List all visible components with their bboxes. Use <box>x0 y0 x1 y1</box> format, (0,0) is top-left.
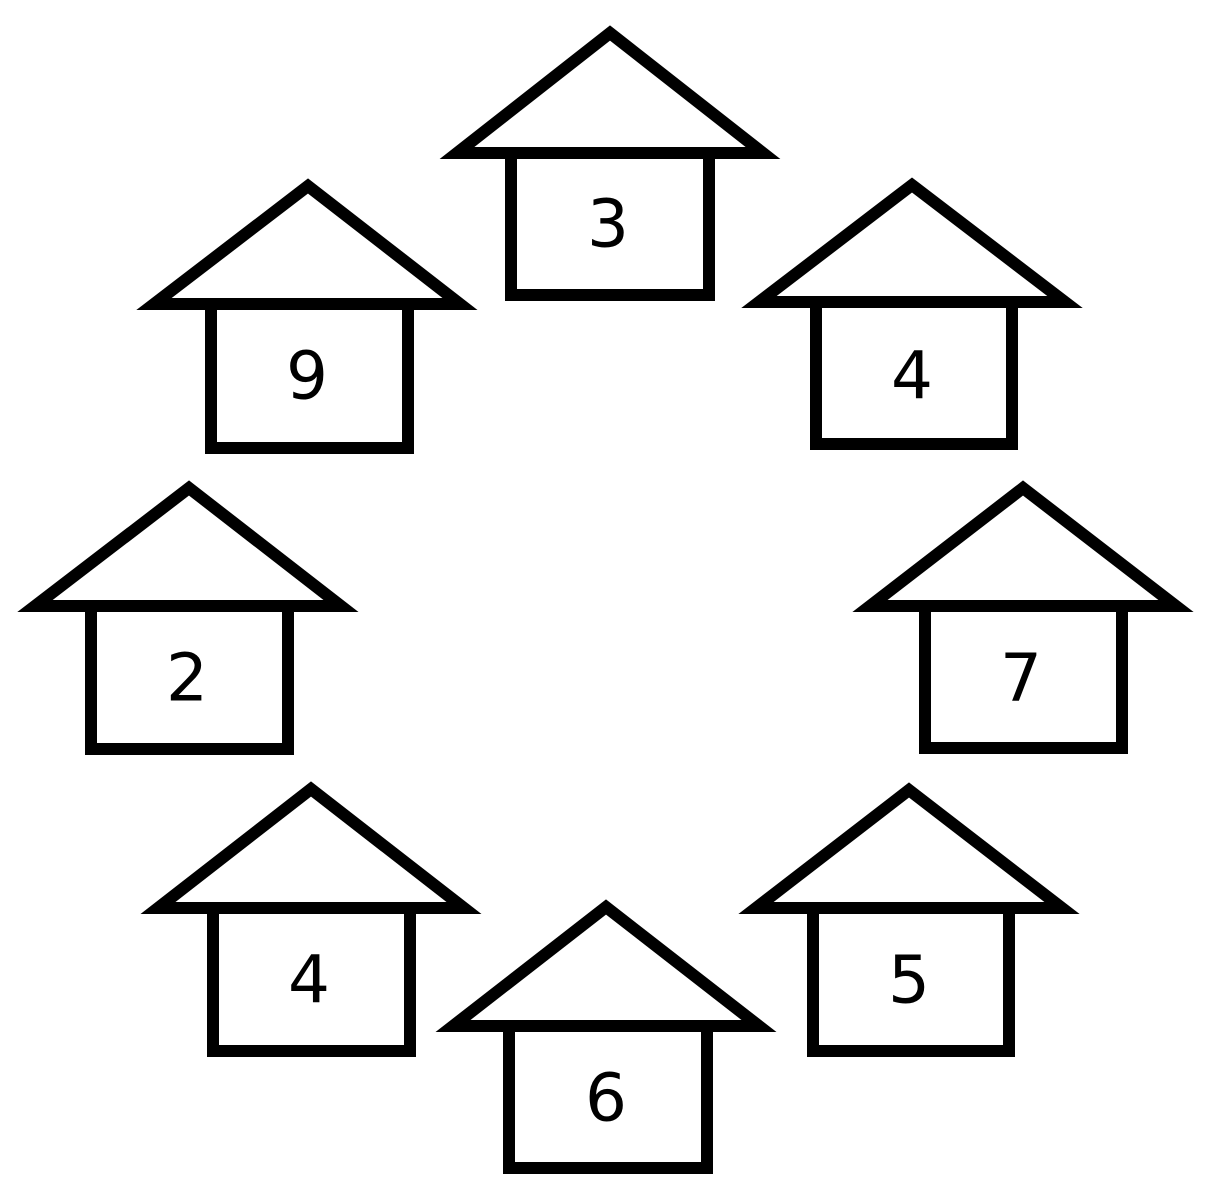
house-number: 4 <box>891 338 933 415</box>
house-roof <box>741 177 1083 308</box>
house-bottom: 6 <box>435 899 777 1174</box>
house-roof <box>140 781 482 914</box>
house-roof <box>439 25 781 159</box>
house-lower-right: 5 <box>738 782 1080 1057</box>
house-body <box>205 298 414 454</box>
house-body <box>919 600 1128 754</box>
house-roof <box>852 480 1194 612</box>
house-body <box>810 296 1018 450</box>
house-lower-left: 4 <box>140 781 482 1057</box>
house-number: 6 <box>585 1060 627 1137</box>
house-number: 4 <box>288 942 330 1019</box>
house-upper-right: 4 <box>741 177 1083 450</box>
house-number: 2 <box>166 640 208 717</box>
house-top: 3 <box>439 25 781 301</box>
house-number: 7 <box>1000 640 1042 717</box>
house-left: 2 <box>17 480 359 755</box>
house-roof <box>17 480 359 612</box>
house-roof <box>136 178 478 310</box>
house-number: 9 <box>286 338 328 415</box>
house-right: 7 <box>852 480 1194 754</box>
house-number: 3 <box>587 186 629 263</box>
house-body <box>85 600 294 755</box>
house-body <box>503 1020 713 1174</box>
house-upper-left: 9 <box>136 178 478 454</box>
house-body <box>207 902 416 1057</box>
house-roof <box>738 782 1080 914</box>
house-body <box>807 902 1015 1057</box>
house-roof <box>435 899 777 1032</box>
house-number: 5 <box>888 942 930 1019</box>
house-body <box>505 147 715 301</box>
